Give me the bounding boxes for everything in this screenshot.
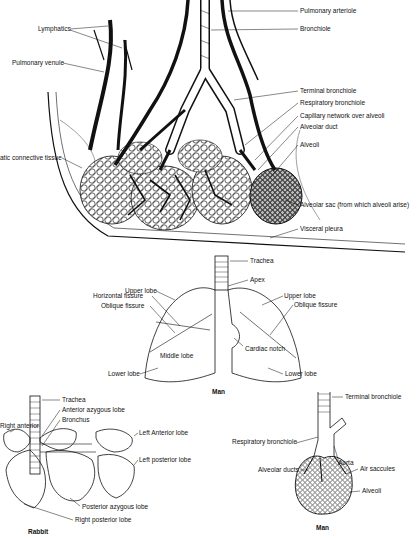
part-label: Lower lobe (285, 370, 317, 378)
part-label: Bronchus (62, 416, 89, 424)
part-label: Right posterior lobe (75, 516, 131, 524)
part-label: Alveolar sac (from which alveoli arise) (300, 201, 409, 209)
part-label: Anterior azygous lobe (62, 406, 125, 414)
part-label: Alveolar ducts (258, 466, 299, 474)
part-label: Air saccules (360, 465, 395, 473)
part-label: Left Anterior lobe (139, 429, 188, 437)
alveolar-illustration (48, 0, 405, 252)
part-label: Cardiac notch (245, 345, 285, 353)
part-label: Aorta (338, 459, 354, 467)
part-label: Alveolar duct (300, 123, 338, 131)
part-label: Capillary network over alveoli (300, 112, 385, 120)
part-label: Visceral pleura (300, 225, 343, 233)
part-label: Oblique fissure (101, 302, 144, 310)
human-lungs (140, 256, 301, 382)
part-label: Respiratory bronchiole (232, 438, 297, 446)
part-label: Pulmonary arteriole (300, 7, 356, 15)
part-label: Oblique fissure (294, 301, 337, 309)
part-label: Alveoli (362, 487, 381, 495)
part-label: Middle lobe (160, 352, 193, 360)
part-label: Lower lobe (108, 370, 140, 378)
rabbit-lungs (4, 396, 138, 520)
alveolar-unit (295, 392, 360, 514)
part-label: Alveoli (300, 141, 319, 149)
figure-caption: Man (212, 388, 225, 396)
part-label: Left posterior lobe (139, 456, 191, 464)
part-label: Pulmonary venule (12, 59, 64, 67)
part-label: Trachea (62, 396, 86, 404)
part-label: Right anterior (0, 422, 39, 430)
part-label: Trachea (250, 257, 274, 265)
figure-caption: Rabbit (28, 528, 48, 536)
part-label: Lymphatics (38, 25, 71, 33)
part-label: Bronchiole (300, 25, 331, 33)
figure-caption: Man (316, 524, 329, 532)
part-label: Upper lobe (284, 292, 316, 300)
part-label: Terminal bronchiole (345, 393, 401, 401)
part-label: Posterior azygous lobe (82, 503, 148, 511)
part-label: atic connective tissue (0, 154, 62, 162)
part-label: Horizontal fissure (93, 292, 143, 300)
part-label: Terminal bronchiole (300, 87, 356, 95)
part-label: Apex (250, 276, 265, 284)
part-label: Respiratory bronchiole (300, 99, 365, 107)
